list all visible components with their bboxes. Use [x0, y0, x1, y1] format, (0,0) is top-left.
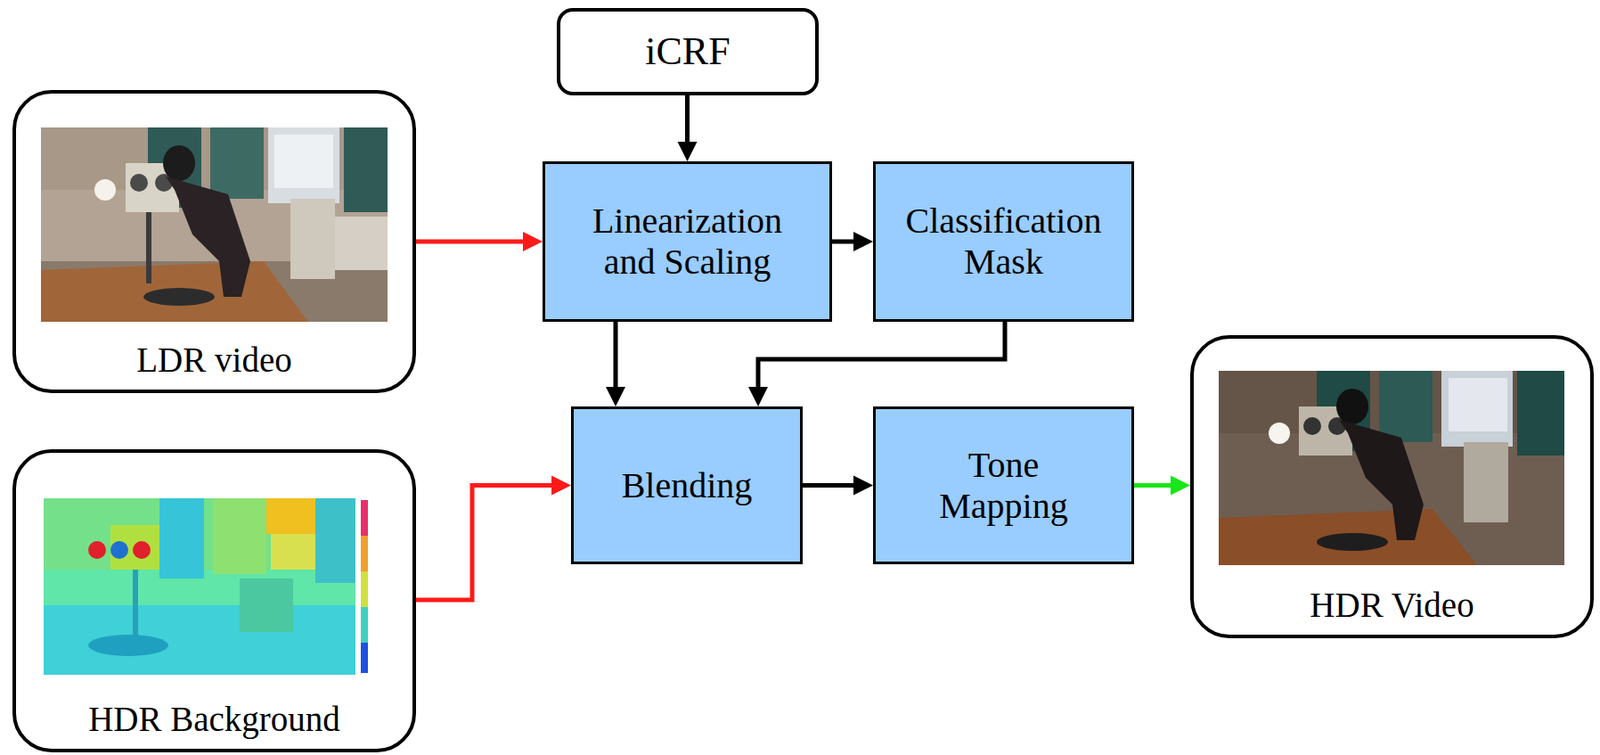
- node-label: HDR Background: [88, 699, 341, 740]
- connector-line: [416, 239, 525, 245]
- process-box: Tone Mapping: [873, 406, 1135, 564]
- node-label: Classification Mask: [888, 200, 1120, 283]
- connector-arrow: [802, 475, 874, 496]
- image-box: HDR Video: [1190, 334, 1594, 638]
- connector-arrow: [677, 95, 698, 162]
- node-label: Linearization and Scaling: [576, 200, 800, 283]
- arrow-head: [748, 386, 768, 407]
- arrow-head: [677, 141, 698, 162]
- connector-line: [416, 485, 554, 601]
- connector-arrow: [832, 231, 874, 252]
- arrow-head: [1170, 475, 1191, 496]
- connector-line: [1134, 482, 1173, 488]
- image-box: LDR video: [12, 89, 417, 393]
- connector-line: [832, 239, 856, 245]
- hdr-frame-image: [1218, 370, 1565, 565]
- node-label: Blending: [621, 465, 753, 507]
- arrow-head: [551, 475, 572, 496]
- arrow-head: [853, 475, 874, 496]
- process-box: Linearization and Scaling: [542, 161, 833, 322]
- node-label: HDR Video: [1309, 585, 1474, 626]
- node-label: LDR video: [136, 340, 292, 381]
- connector-arrow: [748, 321, 1005, 407]
- process-box: Classification Mask: [873, 161, 1135, 322]
- connector-arrow: [416, 475, 572, 601]
- connector-arrow: [416, 231, 543, 252]
- ldr-frame-image: [40, 127, 388, 322]
- connector-arrow: [1134, 475, 1191, 496]
- arrow-head: [522, 231, 543, 252]
- connector-line: [802, 482, 856, 488]
- connector-line: [685, 95, 690, 144]
- connector-line: [758, 321, 1005, 389]
- image-box: HDR Background: [12, 448, 417, 752]
- arrow-head: [853, 231, 874, 252]
- node-label: iCRF: [644, 29, 730, 75]
- node-label: Tone Mapping: [914, 444, 1094, 527]
- arrow-head: [605, 386, 626, 407]
- connector-arrow: [605, 321, 626, 407]
- input-box: iCRF: [556, 8, 819, 96]
- connector-line: [613, 321, 619, 389]
- process-box: Blending: [571, 406, 803, 564]
- hdr-false-color-map: [43, 497, 370, 675]
